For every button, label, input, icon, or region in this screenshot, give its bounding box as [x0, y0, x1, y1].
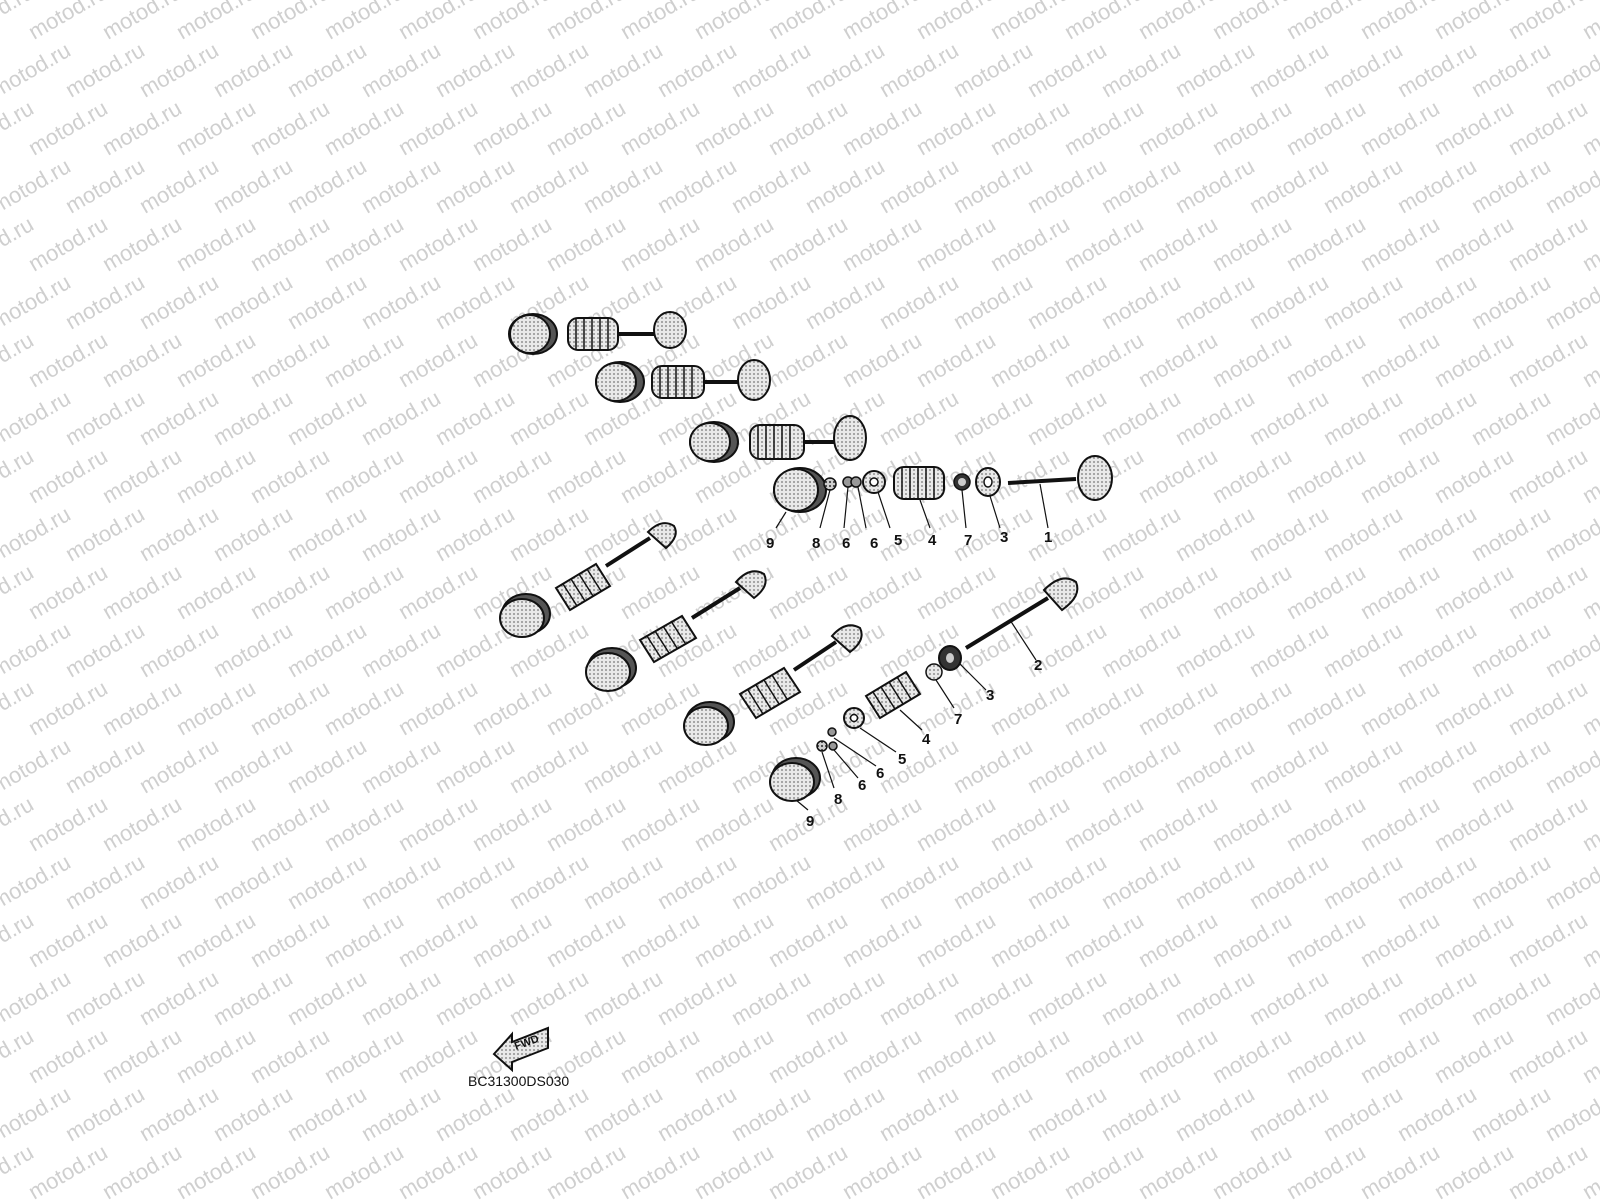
- intake-valve-1: [1007, 455, 1113, 501]
- valve: [704, 359, 771, 401]
- valve-cotter-6b: [850, 476, 862, 488]
- callout-9: 9: [806, 813, 814, 830]
- valve-pad-8: [823, 477, 837, 491]
- spring-retainer-5: [862, 470, 886, 494]
- valve-spring: [651, 365, 705, 399]
- callout-6: 6: [842, 535, 850, 552]
- callout-5: 5: [898, 751, 906, 768]
- exhaust-valve-2: [964, 577, 1079, 650]
- intake-valve-assembly-3: [689, 415, 867, 463]
- valve-lifter: [499, 593, 551, 638]
- callout-2: 2: [1034, 657, 1042, 674]
- callout-4: 4: [928, 532, 937, 549]
- callout-6: 6: [870, 535, 878, 552]
- callout-1: 1: [1044, 529, 1052, 546]
- valve: [604, 522, 677, 568]
- valve-cotter-6a: [828, 741, 838, 751]
- valve-lifter: [689, 421, 739, 463]
- valve-spring: [567, 317, 619, 351]
- valve-spring: [749, 424, 805, 460]
- valve-lifter: [508, 313, 558, 355]
- callout-leaders-bottom: [795, 619, 1037, 811]
- callout-3: 3: [1000, 529, 1008, 546]
- callout-6: 6: [876, 765, 884, 782]
- spring-seat-3: [975, 467, 1001, 497]
- callout-7: 7: [954, 711, 962, 728]
- valve: [690, 570, 767, 620]
- exhaust-valve-assembly-3: [683, 624, 863, 746]
- valve-spring: [638, 614, 698, 664]
- callout-7: 7: [964, 532, 972, 549]
- intake-valve-assembly-2: [595, 359, 771, 403]
- callout-4: 4: [922, 731, 931, 748]
- callout-leaders-top: [775, 483, 1049, 529]
- callout-3: 3: [986, 687, 994, 704]
- valve-spring-4: [864, 670, 922, 720]
- valve-lifter-9: [769, 757, 821, 802]
- valve-stem-seal-7: [953, 473, 971, 491]
- valve-spring: [554, 562, 612, 612]
- valve-cotter-6b: [827, 727, 837, 737]
- callout-5: 5: [894, 532, 902, 549]
- valve: [792, 624, 863, 672]
- valve-lifter: [585, 647, 637, 692]
- valve-lifter-9: [773, 467, 827, 513]
- callout-8: 8: [834, 791, 842, 808]
- exhaust-valve-assembly-exploded: [769, 577, 1079, 802]
- spring-retainer-5: [843, 707, 865, 729]
- valve-spring-4: [893, 466, 945, 500]
- fwd-arrow-icon: FWD: [492, 1026, 549, 1073]
- intake-valve-assembly-exploded: [773, 455, 1113, 513]
- valve-lifter: [595, 361, 645, 403]
- valve: [804, 415, 867, 461]
- valve-lifter: [683, 701, 735, 746]
- callout-6: 6: [858, 777, 866, 794]
- valve-spring: [738, 666, 802, 720]
- callout-8: 8: [812, 535, 820, 552]
- exhaust-valve-assembly-1: [499, 522, 677, 638]
- valve-stem-seal-7: [925, 663, 943, 681]
- valve-pad-8: [816, 740, 828, 752]
- callout-9: 9: [766, 535, 774, 552]
- spring-seat-3: [938, 645, 962, 671]
- diagram-code: BC31300DS030: [468, 1073, 569, 1089]
- intake-valve-assembly-1: [508, 311, 687, 355]
- exhaust-valve-assembly-2: [585, 570, 767, 692]
- valve: [618, 311, 687, 349]
